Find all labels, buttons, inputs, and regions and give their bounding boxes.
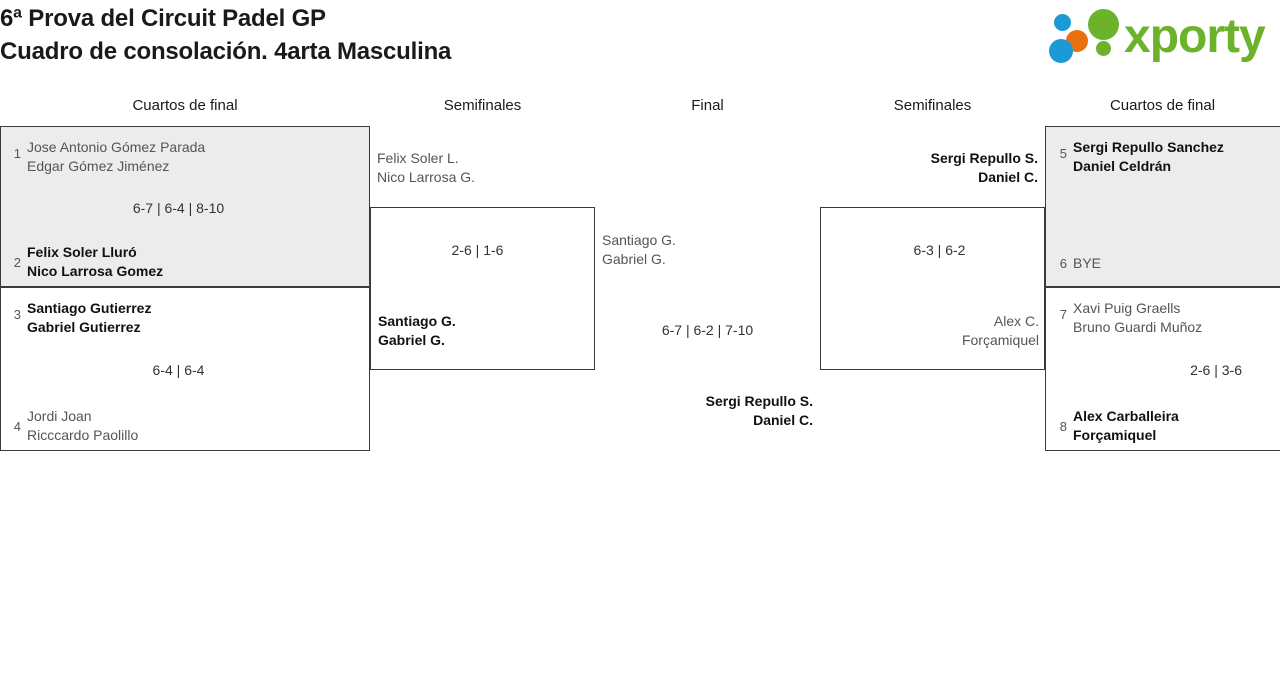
team-player-2: Bruno Guardi Muñoz bbox=[1073, 319, 1203, 335]
score-left-qf-2: 6-4 | 6-4 bbox=[152, 362, 205, 378]
team-player-1: Felix Soler L. bbox=[377, 150, 459, 166]
seed-number: 6 bbox=[1059, 256, 1067, 271]
page-title: 6ª Prova del Circuit Padel GP Cuadro de c… bbox=[0, 2, 451, 68]
xporty-logo[interactable]: xporty bbox=[1044, 6, 1274, 68]
team-player-2: Edgar Gómez Jiménez bbox=[27, 158, 170, 174]
match-box-right-qf-2[interactable]: 7 Xavi Puig Graells Bruno Guardi Muñoz 2… bbox=[1045, 287, 1280, 451]
match-box-right-qf-1[interactable]: 5 Sergi Repullo Sanchez Daniel Celdrán 6… bbox=[1045, 126, 1280, 287]
match-box-left-qf-1[interactable]: 1 Jose Antonio Gómez Parada Edgar Gómez … bbox=[0, 126, 370, 287]
team-player-1: Jose Antonio Gómez Parada bbox=[27, 139, 206, 155]
match-box-right-sf[interactable]: 6-3 | 6-2 Alex C. Forçamiquel bbox=[820, 207, 1045, 370]
seed-number: 1 bbox=[13, 146, 21, 161]
score-left-qf-1: 6-7 | 6-4 | 8-10 bbox=[132, 200, 225, 216]
team-right-qf-1-bottom: BYE bbox=[1073, 254, 1101, 273]
team-player-2: Nico Larrosa Gomez bbox=[27, 263, 164, 279]
logo-dot-green-small bbox=[1096, 41, 1111, 56]
team-right-sf-top: Sergi Repullo S. Daniel C. bbox=[820, 149, 1038, 187]
team-player-1: Santiago G. bbox=[602, 232, 676, 248]
team-player-2: Gabriel G. bbox=[378, 332, 445, 348]
team-left-qf-2-bottom: Jordi Joan Ricccardo Paolillo bbox=[27, 407, 138, 445]
team-right-qf-2-top: Xavi Puig Graells Bruno Guardi Muñoz bbox=[1073, 299, 1202, 337]
team-player-1: Xavi Puig Graells bbox=[1073, 300, 1181, 316]
team-player-1: BYE bbox=[1073, 255, 1102, 271]
score-right-sf: 6-3 | 6-2 bbox=[913, 242, 966, 258]
team-final-top: Santiago G. Gabriel G. bbox=[602, 231, 676, 269]
team-player-2: Gabriel Gutierrez bbox=[27, 319, 141, 335]
seed-number: 5 bbox=[1059, 146, 1067, 161]
team-left-sf-top: Felix Soler L. Nico Larrosa G. bbox=[377, 149, 475, 187]
team-player-1: Alex Carballeira bbox=[1073, 408, 1179, 424]
logo-wordmark: xporty bbox=[1124, 10, 1266, 63]
team-right-sf-bottom: Alex C. Forçamiquel bbox=[821, 312, 1039, 350]
column-header-final: Final bbox=[691, 97, 724, 114]
column-header-left-semifinals: Semifinales bbox=[443, 97, 522, 114]
team-player-1: Jordi Joan bbox=[27, 408, 92, 424]
team-player-1: Sergi Repullo S. bbox=[930, 150, 1038, 166]
seed-number: 7 bbox=[1059, 307, 1067, 322]
team-player-2: Gabriel G. bbox=[602, 251, 666, 267]
column-header-right-semifinals: Semifinales bbox=[893, 97, 972, 114]
team-player-1: Santiago G. bbox=[378, 313, 456, 329]
seed-number: 4 bbox=[13, 419, 21, 434]
match-box-left-sf[interactable]: 2-6 | 1-6 Santiago G. Gabriel G. bbox=[370, 207, 595, 370]
bracket: 1 Jose Antonio Gómez Parada Edgar Gómez … bbox=[0, 126, 1280, 466]
team-left-qf-2-top: Santiago Gutierrez Gabriel Gutierrez bbox=[27, 299, 151, 337]
logo-dot-blue-small bbox=[1054, 14, 1071, 31]
team-right-qf-2-bottom: Alex Carballeira Forçamiquel bbox=[1073, 407, 1179, 445]
score-right-qf-2: 2-6 | 3-6 bbox=[1190, 362, 1242, 378]
column-header-right-quarterfinals: Cuartos de final bbox=[1109, 97, 1216, 114]
team-left-sf-bottom: Santiago G. Gabriel G. bbox=[378, 312, 456, 350]
team-player-2: Forçamiquel bbox=[961, 332, 1039, 348]
team-player-1: Santiago Gutierrez bbox=[27, 300, 152, 316]
team-player-2: Daniel Celdrán bbox=[1073, 158, 1172, 174]
seed-number: 2 bbox=[13, 255, 21, 270]
logo-dot-green-large bbox=[1088, 9, 1119, 40]
seed-number: 3 bbox=[13, 307, 21, 322]
team-player-2: Daniel C. bbox=[978, 169, 1038, 185]
title-line-1: 6ª Prova del Circuit Padel GP bbox=[0, 5, 326, 32]
score-left-sf: 2-6 | 1-6 bbox=[451, 242, 504, 258]
logo-dot-blue-large bbox=[1049, 39, 1073, 63]
title-line-2: Cuadro de consolación. 4arta Masculina bbox=[0, 38, 452, 65]
column-header-left-quarterfinals: Cuartos de final bbox=[132, 97, 238, 114]
team-player-2: Nico Larrosa G. bbox=[377, 169, 476, 185]
team-player-2: Ricccardo Paolillo bbox=[27, 427, 139, 443]
team-left-qf-1-bottom: Felix Soler Lluró Nico Larrosa Gomez bbox=[27, 243, 163, 281]
team-player-1: Alex C. bbox=[993, 313, 1039, 329]
match-box-left-qf-2[interactable]: 3 Santiago Gutierrez Gabriel Gutierrez 6… bbox=[0, 287, 370, 451]
team-left-qf-1-top: Jose Antonio Gómez Parada Edgar Gómez Ji… bbox=[27, 138, 205, 176]
team-player-2: Forçamiquel bbox=[1073, 427, 1157, 443]
seed-number: 8 bbox=[1059, 419, 1067, 434]
team-player-2: Daniel C. bbox=[753, 412, 813, 428]
score-final: 6-7 | 6-2 | 7-10 bbox=[661, 322, 754, 338]
team-player-1: Felix Soler Lluró bbox=[27, 244, 137, 260]
team-player-1: Sergi Repullo Sanchez bbox=[1073, 139, 1224, 155]
team-right-qf-1-top: Sergi Repullo Sanchez Daniel Celdrán bbox=[1073, 138, 1224, 176]
team-player-1: Sergi Repullo S. bbox=[705, 393, 813, 409]
team-final-bottom: Sergi Repullo S. Daniel C. bbox=[595, 392, 813, 430]
